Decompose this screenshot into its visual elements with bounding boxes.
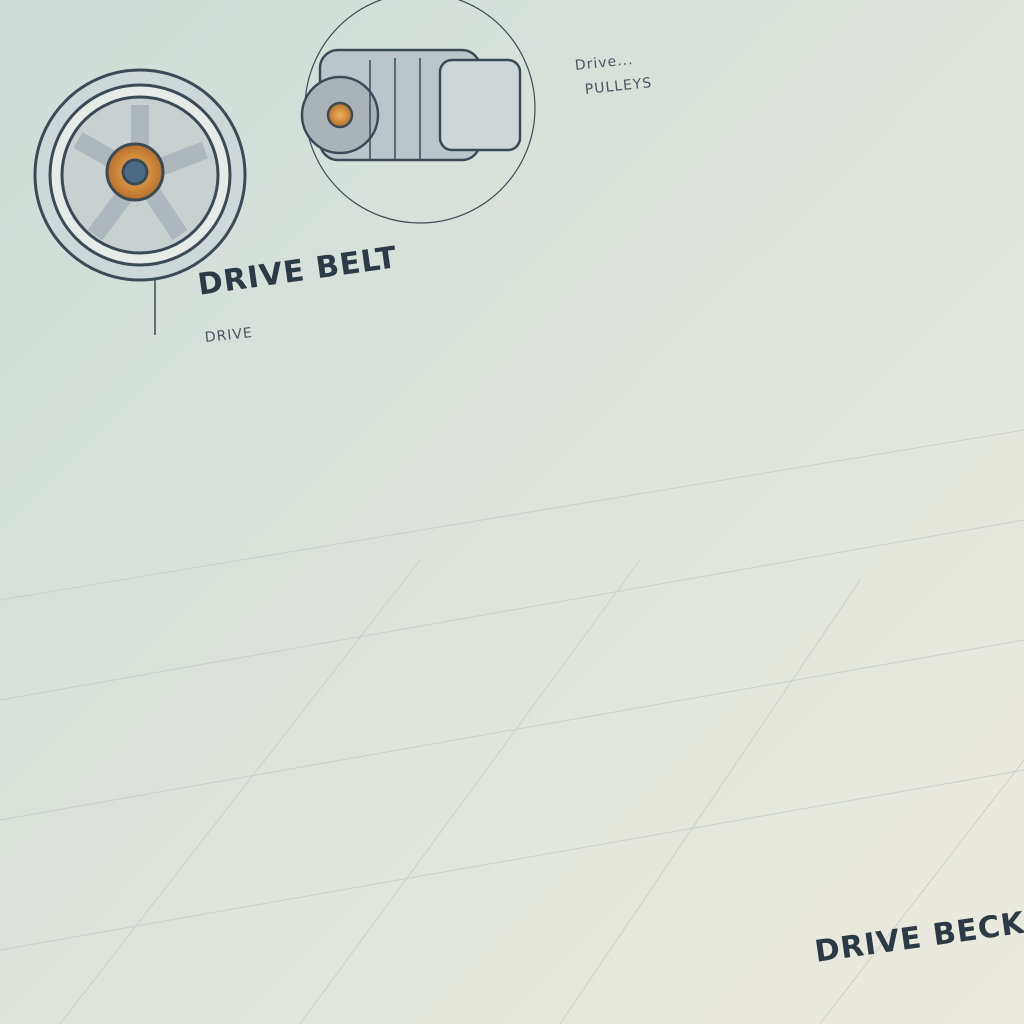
alternator-top xyxy=(300,0,536,224)
floor-grid xyxy=(0,429,1024,1024)
pulley-top-left xyxy=(33,68,247,282)
